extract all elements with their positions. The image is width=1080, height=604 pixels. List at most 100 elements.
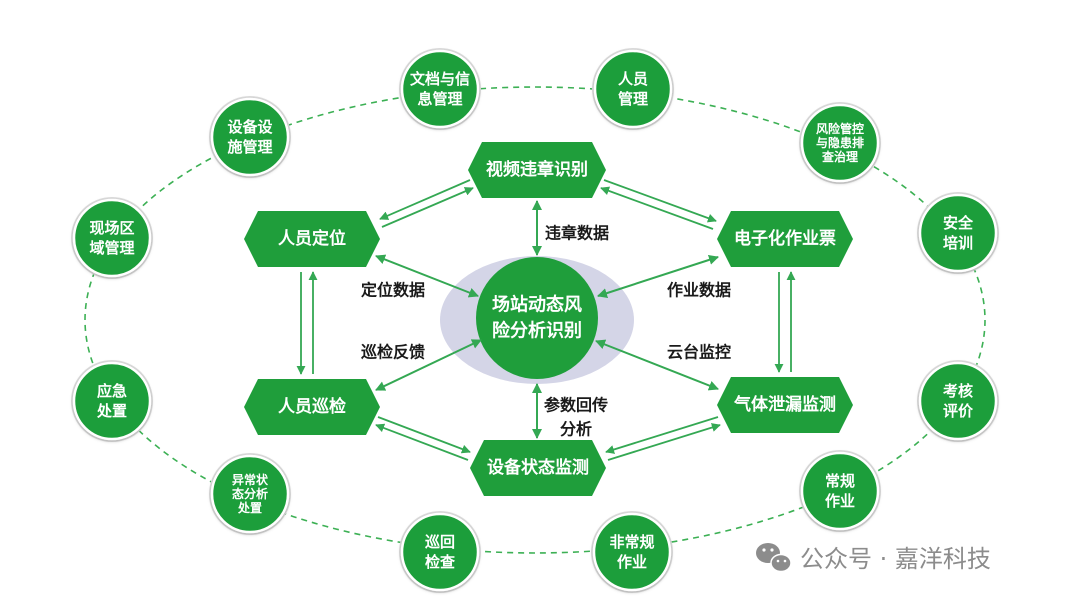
arrow-work-ticket-center <box>597 255 719 298</box>
hex-label: 气体泄漏监测 <box>733 394 836 415</box>
center-label-line-1: 场站动态风 <box>492 294 582 316</box>
circle-shape <box>72 198 152 278</box>
circle-shape <box>918 361 998 441</box>
circle-shape <box>72 361 152 441</box>
hex-personnel-inspection: 人员巡检 <box>244 379 380 435</box>
wechat-icon <box>756 543 792 573</box>
circle-label-line-1: 风险管控 <box>816 121 864 136</box>
watermark: 公众号 · 嘉洋科技 <box>756 543 991 573</box>
circle-label-line-1: 常规 <box>825 472 855 490</box>
label-inspection-feedback: 巡检反馈 <box>361 343 425 362</box>
circle-personnel-management: 人员 管理 <box>592 48 674 130</box>
label-param-return-line-1: 参数回传 <box>544 396 608 415</box>
wechat-eye <box>762 548 766 552</box>
circle-label-line-1: 人员 <box>618 70 648 88</box>
center-circle <box>476 257 598 379</box>
watermark-text: 公众号 · 嘉洋科技 <box>800 545 991 573</box>
hex-label: 人员定位 <box>278 228 346 249</box>
circle-label-line-1: 安全 <box>943 214 974 232</box>
arrow-video-to-positioning <box>379 179 471 220</box>
circle-shape <box>210 454 290 534</box>
circle-shape <box>592 512 672 592</box>
arrow-inspection-to-equipment <box>377 416 471 454</box>
circle-site-area-management: 现场区 域管理 <box>71 197 153 279</box>
circle-risk-control-hazard-management: 风险管控 与隐患排 查治理 <box>799 102 881 184</box>
circle-shape <box>400 512 480 592</box>
circle-label-line-3: 查治理 <box>821 149 858 164</box>
circle-label-line-1: 非常规 <box>609 533 654 551</box>
hexagon-shape <box>244 379 380 435</box>
circle-shape <box>800 451 880 531</box>
circle-label-line-1: 巡回 <box>425 533 455 551</box>
hex-personnel-positioning: 人员定位 <box>244 211 380 267</box>
circle-label-line-1: 文档与信 <box>410 70 470 88</box>
center-label-line-2: 险分析识别 <box>492 320 582 342</box>
label-work-data: 作业数据 <box>667 281 731 300</box>
hex-label: 设备状态监测 <box>487 457 589 478</box>
circle-shape <box>800 103 880 183</box>
arrow-work-ticket-to-video <box>600 186 714 230</box>
circle-label-line-2: 态分析 <box>232 486 268 501</box>
circle-label-line-1: 现场区 <box>89 219 134 237</box>
circle-assessment-evaluation: 考核 评价 <box>917 360 999 442</box>
hex-video-violation-recognition: 视频违章识别 <box>468 142 606 198</box>
circle-shape <box>210 97 290 177</box>
circle-label-line-1: 异常状 <box>232 472 269 487</box>
circle-label-line-2: 域管理 <box>89 239 134 257</box>
circle-label-line-2: 施管理 <box>227 138 272 156</box>
circle-non-routine-work: 非常规 作业 <box>591 511 673 593</box>
hexagon-shape <box>470 440 606 496</box>
arrow-gas-leak-center <box>595 339 719 391</box>
arrow-equipment-to-inspection <box>375 423 469 461</box>
hexagon-shape <box>717 211 853 267</box>
circle-emergency-handling: 应急 处置 <box>71 360 153 442</box>
circle-label-line-2: 检查 <box>425 553 456 571</box>
circle-label-line-2: 处置 <box>96 402 127 420</box>
outer-dashed-orbit <box>84 86 986 554</box>
hex-label: 人员巡检 <box>278 396 346 417</box>
label-ptz-monitoring: 云台监控 <box>667 343 731 362</box>
circle-shape <box>400 49 480 129</box>
circle-equipment-facility-management: 设备设 施管理 <box>209 96 291 178</box>
circle-document-info-management: 文档与信 息管理 <box>399 48 481 130</box>
circle-label-line-1: 应急 <box>97 382 127 400</box>
hex-electronic-work-ticket: 电子化作业票 <box>717 211 853 267</box>
hexagon-shape <box>468 142 606 198</box>
wechat-eye <box>776 559 780 563</box>
arrow-equipment-to-gas-leak <box>607 423 721 461</box>
wechat-bubble-small <box>770 553 792 573</box>
circle-label-line-1: 设备设 <box>227 118 272 136</box>
hex-gas-leak-monitoring: 气体泄漏监测 <box>717 377 853 433</box>
circle-label-line-1: 考核 <box>943 382 973 400</box>
hex-label: 电子化作业票 <box>734 228 836 249</box>
wechat-eye <box>783 559 787 563</box>
circle-label-line-2: 培训 <box>943 234 973 252</box>
circle-label-line-2: 管理 <box>618 90 648 108</box>
hex-label: 视频违章识别 <box>486 159 588 180</box>
wechat-eye <box>770 548 774 552</box>
arrow-video-to-work-ticket <box>603 179 717 223</box>
label-positioning-data: 定位数据 <box>360 281 425 300</box>
circle-label-line-2: 与隐患排 <box>816 135 864 150</box>
circle-label-line-3: 处置 <box>237 500 262 515</box>
hex-equipment-status-monitoring: 设备状态监测 <box>470 440 606 496</box>
label-violation-data: 违章数据 <box>545 224 609 243</box>
circle-patrol-inspection: 巡回 检查 <box>399 511 481 593</box>
arrow-gas-leak-to-equipment <box>605 416 719 454</box>
circle-shape <box>918 193 998 273</box>
circle-abnormal-state-handling: 异常状 态分析 处置 <box>209 453 291 535</box>
circle-label-line-2: 息管理 <box>417 90 462 108</box>
arrow-positioning-center <box>375 254 479 298</box>
circle-label-line-2: 作业 <box>617 553 647 571</box>
circle-label-line-2: 作业 <box>825 492 855 510</box>
circle-routine-work: 常规 作业 <box>799 450 881 532</box>
circle-shape <box>593 49 673 129</box>
circle-safety-training: 安全 培训 <box>917 192 999 274</box>
arrow-positioning-to-video <box>381 187 474 228</box>
hexagon-shape <box>717 377 853 433</box>
label-param-return-line-2: 分析 <box>560 420 592 439</box>
circle-label-line-2: 评价 <box>943 402 974 420</box>
hexagon-shape <box>244 211 380 267</box>
arrow-inspection-center <box>375 339 482 391</box>
